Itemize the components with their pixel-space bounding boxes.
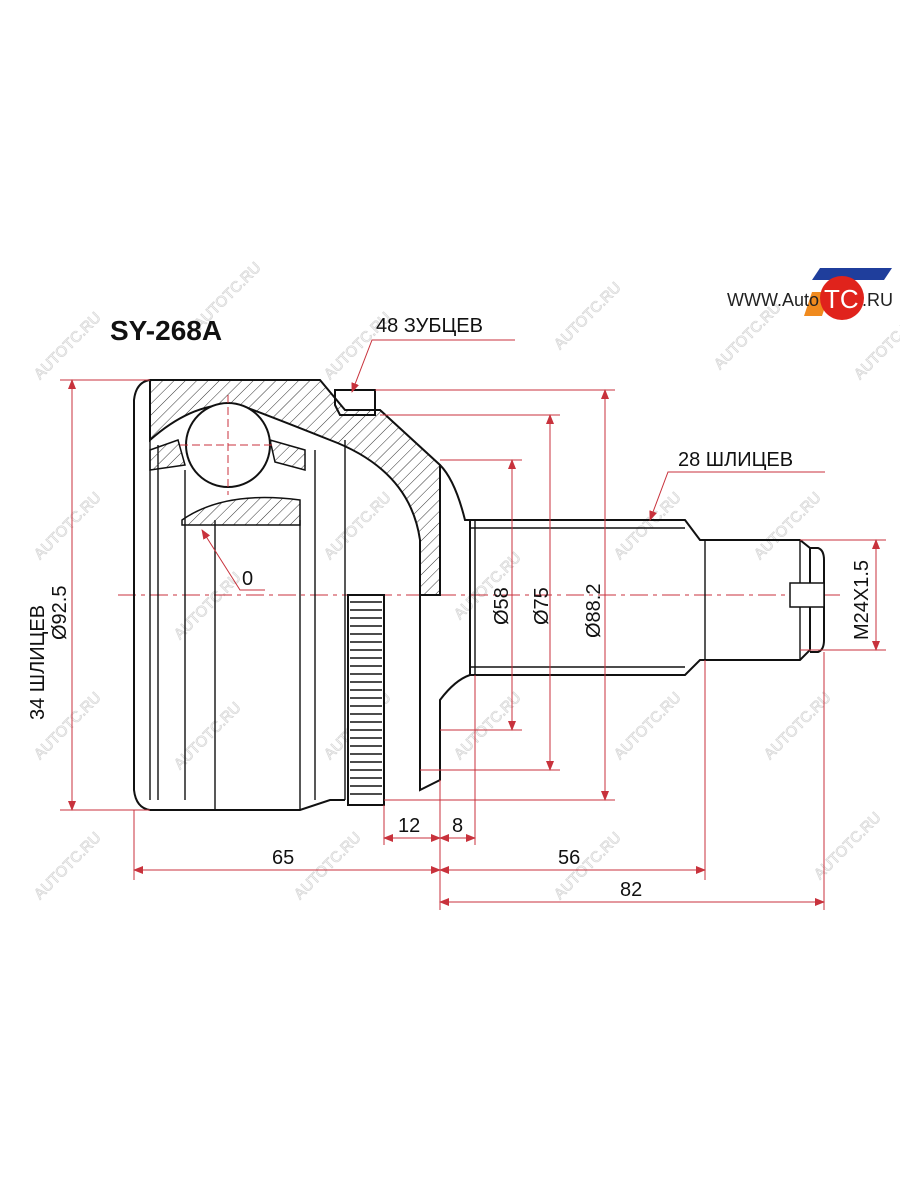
watermark-text: AUTOTC.RU: [31, 829, 105, 903]
housing-section-upper: [149, 379, 441, 596]
watermark-text: AUTOTC.RU: [31, 489, 105, 563]
watermark-text: AUTOTC.RU: [171, 699, 245, 773]
watermark-text: AUTOTC.RU: [611, 489, 685, 563]
callout-inner-splines: 34 ШЛИЦЕВ: [27, 605, 49, 720]
dim-d88: Ø88.2: [583, 584, 605, 638]
dim-len-12: 12: [398, 815, 420, 837]
dimension-lines: [60, 339, 886, 910]
watermark-text: AUTOTC.RU: [811, 809, 885, 883]
callout-outer-teeth: 48 ЗУБЦЕВ: [376, 315, 483, 337]
watermark-text: AUTOTC.RU: [291, 829, 365, 903]
logo-stripe-blue-icon: [812, 268, 892, 280]
callout-angle: 0: [242, 568, 253, 590]
watermark-text: AUTOTC.RU: [851, 309, 900, 383]
watermark-text: AUTOTC.RU: [321, 489, 395, 563]
watermark-text: AUTOTC.RU: [751, 489, 825, 563]
watermark-text: AUTOTC.RU: [711, 299, 785, 373]
watermark-text: AUTOTC.RU: [451, 549, 525, 623]
logo-text-mark: TC: [824, 284, 859, 314]
watermark-text: AUTOTC.RU: [31, 309, 105, 383]
part-number-title: SY-268A: [110, 315, 222, 346]
callout-shaft-splines: 28 ШЛИЦЕВ: [678, 449, 793, 471]
logo-text-suffix: .RU: [862, 290, 893, 310]
watermark-layer: AUTOTC.RU AUTOTC.RU AUTOTC.RU AUTOTC.RU AUTO…: [30, 259, 900, 904]
watermark-text: AUTOTC.RU: [451, 689, 525, 763]
logo-circle-icon: [820, 276, 864, 320]
outer-housing: [133, 379, 471, 811]
dim-d75: Ø75: [531, 587, 553, 625]
logo-text-prefix: WWW.Auto: [727, 290, 819, 310]
dim-thread: M24X1.5: [851, 560, 873, 640]
watermark-text: AUTOTC.RU: [551, 279, 625, 353]
autotc-logo: WWW.Auto TC .RU: [727, 268, 893, 320]
watermark-text: AUTOTC.RU: [611, 689, 685, 763]
watermark-text: AUTOTC.RU: [761, 689, 835, 763]
dim-len-8: 8: [452, 815, 463, 837]
dim-len-82: 82: [620, 879, 642, 901]
dim-len-56: 56: [558, 847, 580, 869]
dim-len-65: 65: [272, 847, 294, 869]
dim-outer-diameter: Ø92.5: [49, 586, 71, 640]
dim-d58: Ø58: [491, 587, 513, 625]
